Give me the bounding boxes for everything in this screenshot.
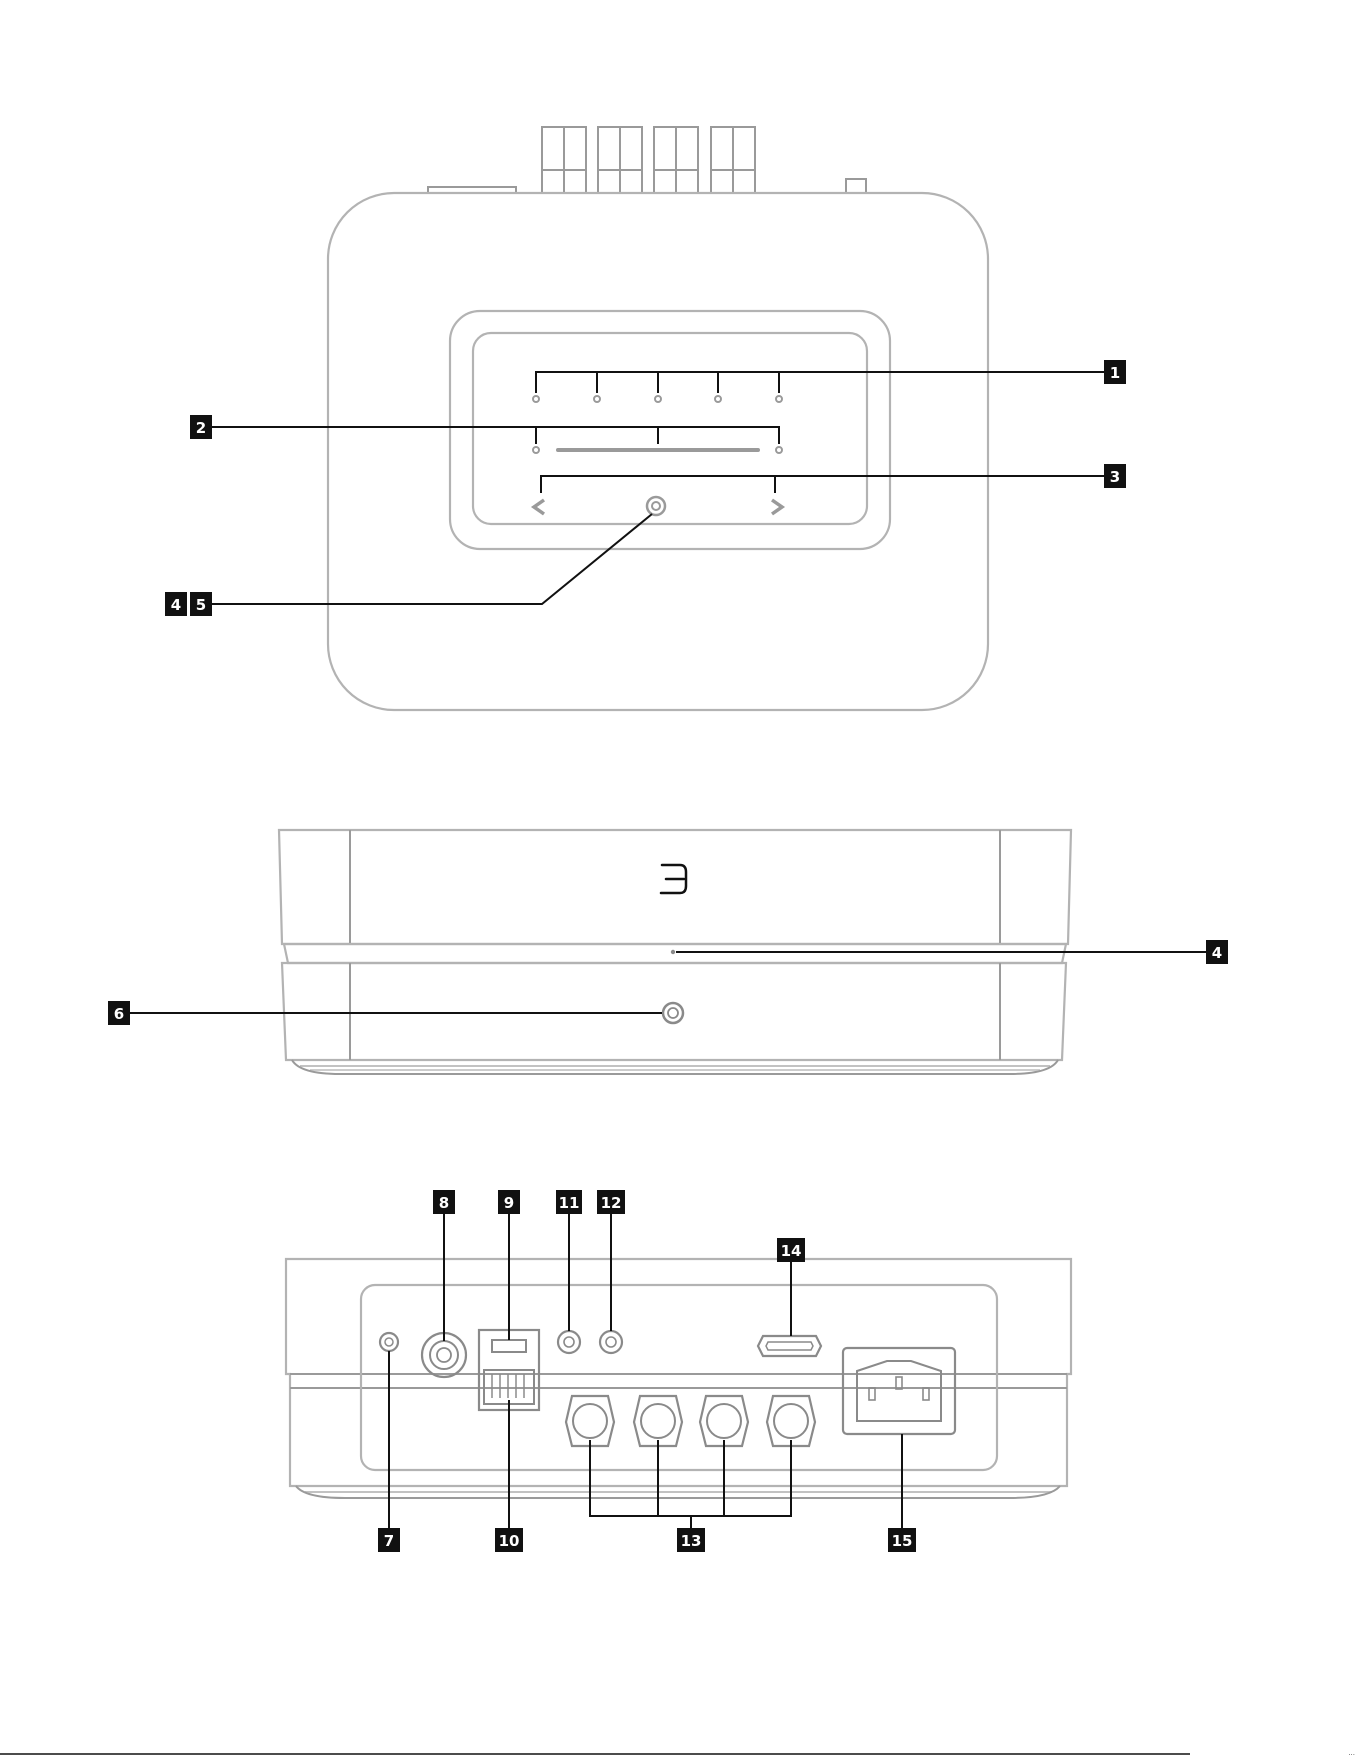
callout-10: 10 <box>495 1400 523 1552</box>
callout-label: 8 <box>439 1194 449 1212</box>
callout-7: 7 <box>378 1351 400 1552</box>
next-icon <box>772 500 782 514</box>
callout-label: 7 <box>384 1532 394 1550</box>
callout-2: 2 <box>190 415 779 444</box>
speaker-terminals-icon <box>566 1396 815 1446</box>
callout-6: 6 <box>108 1001 662 1025</box>
callout-label: 15 <box>892 1532 913 1550</box>
headphone-jack-icon <box>663 1003 683 1023</box>
page-footer-text: ... <box>1348 1748 1355 1757</box>
callout-11: 11 <box>556 1190 582 1331</box>
callout-4-5: 4 5 <box>165 514 652 616</box>
callout-8: 8 <box>433 1190 455 1341</box>
callout-label: 9 <box>504 1194 514 1212</box>
bluesound-logo-icon <box>661 865 686 893</box>
top-view-rear-connectors <box>428 127 866 193</box>
callout-14: 14 <box>777 1238 805 1336</box>
optical-in-jack-icon <box>600 1331 622 1353</box>
preset-leds <box>533 396 782 402</box>
callout-label: 5 <box>196 596 206 614</box>
callout-label: 11 <box>559 1194 580 1212</box>
rear-view: 7 8 9 10 11 12 <box>286 1190 1071 1552</box>
callout-label: 2 <box>196 419 206 437</box>
callout-label: 14 <box>781 1242 802 1260</box>
callout-label: 4 <box>171 596 181 614</box>
hdmi-port-icon <box>758 1336 821 1356</box>
callout-13: 13 <box>590 1440 791 1552</box>
callout-9: 9 <box>498 1190 520 1340</box>
callout-label: 1 <box>1110 364 1120 382</box>
callout-label: 12 <box>601 1194 622 1212</box>
status-led-icon <box>671 950 675 954</box>
top-view: 1 2 3 4 5 <box>165 127 1126 710</box>
callout-label: 4 <box>1212 944 1222 962</box>
touch-panel-outer <box>450 311 890 549</box>
play-pause-icon <box>647 497 665 515</box>
callout-1: 1 <box>536 360 1126 393</box>
speaker-terminal-top <box>654 127 698 193</box>
speaker-terminal-top <box>598 127 642 193</box>
callout-12: 12 <box>597 1190 625 1331</box>
callout-label: 10 <box>499 1532 520 1550</box>
callout-label: 3 <box>1110 468 1120 486</box>
previous-icon <box>534 500 544 514</box>
callout-label: 6 <box>114 1005 124 1023</box>
power-inlet-icon <box>843 1348 955 1434</box>
speaker-terminal-top <box>542 127 586 193</box>
touch-panel-inner <box>473 333 867 524</box>
front-view: 4 6 <box>108 830 1228 1074</box>
callout-label: 13 <box>681 1532 702 1550</box>
speaker-terminal-top <box>711 127 755 193</box>
reset-button-icon <box>380 1333 398 1351</box>
transport-controls <box>534 497 782 515</box>
usb-ethernet-block-icon <box>479 1330 539 1410</box>
callout-3: 3 <box>541 464 1126 493</box>
analog-in-jack-icon <box>558 1331 580 1353</box>
volume-slider <box>533 447 782 453</box>
